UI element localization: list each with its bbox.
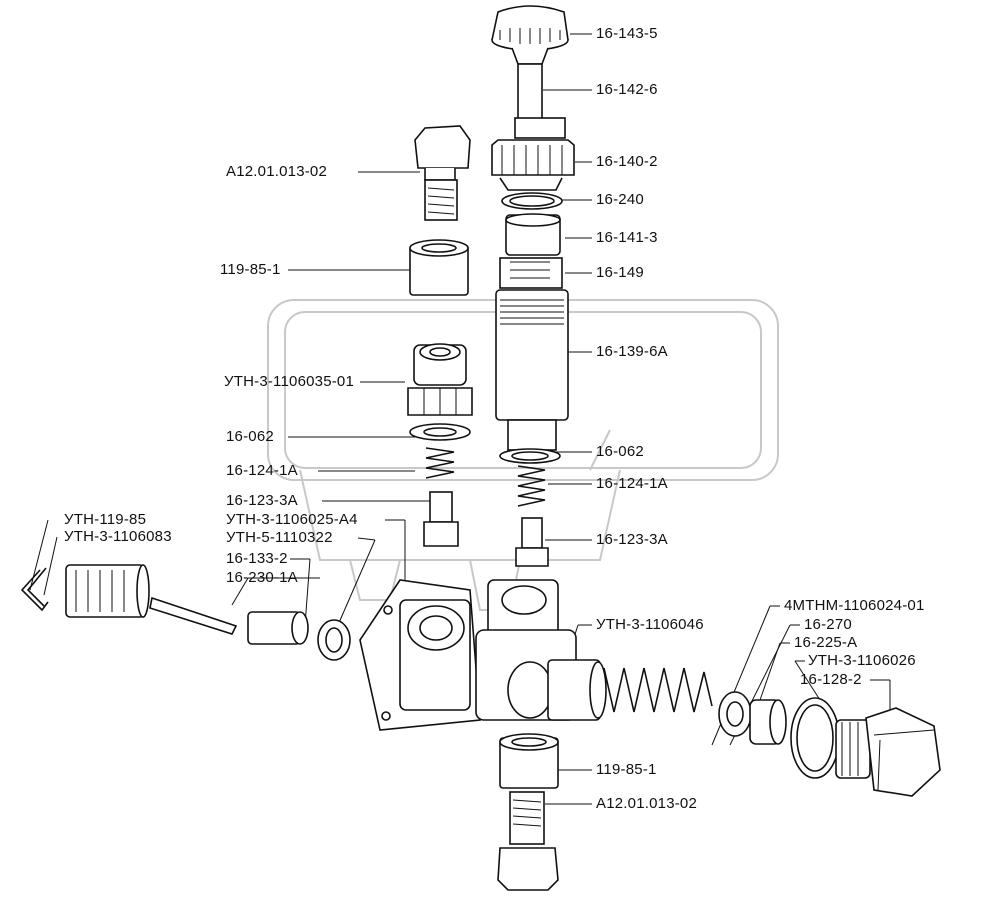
label-4mtnm-1106024-01: 4МТНМ-1106024-01 [784,597,925,614]
label-16-141-3: 16-141-3 [596,229,658,246]
washer-16-062-left [409,423,471,441]
label-119-85-1-top: 119-85-1 [220,261,281,278]
label-utn-5-1110322: УТН-5-1110322 [226,529,333,546]
watermark-gear-outline [299,469,621,561]
label-16-124-1a-left: 16-124-1А [226,462,298,479]
ring-utn-3-1106026 [790,697,840,779]
bolt-a12-top [414,125,471,221]
label-16-225-a: 16-225-А [794,634,858,651]
label-utn-3-1106046: УТН-3-1106046 [596,616,704,633]
label-a12-top: А12.01.013-02 [226,163,328,180]
label-16-124-1a-right: 16-124-1А [596,475,668,492]
label-16-128-2: 16-128-2 [800,671,862,688]
nut-16-140-2 [491,117,575,191]
key-utn-119-85 [20,567,49,612]
fitting-utn-3-1106035-01 [407,343,473,416]
washer-16-062-right [499,448,561,464]
label-utn-3-1106083: УТН-3-1106083 [64,528,172,545]
label-utn-3-1106035-01: УТН-3-1106035-01 [224,373,355,390]
cap-16-225-a [749,699,787,745]
cup-utn-3-1106046 [547,659,607,721]
bolt-a12-bottom [497,791,559,891]
label-16-062-right: 16-062 [596,443,644,460]
housing-utn-3-1106025-a4 [359,579,577,731]
label-utn-119-85: УТН-119-85 [64,511,147,528]
washer-utn-5-1110322 [317,619,351,661]
ring-16-240 [501,192,563,210]
label-119-85-1-bottom: 119-85-1 [596,761,657,778]
label-16-270: 16-270 [804,616,852,633]
knob-16-143-5 [491,5,569,65]
body-16-139-6a [495,289,569,451]
sleeve-utn-3-1106083 [65,564,150,618]
leader-lines [29,33,891,805]
spring-16-124-1a-right [517,465,546,507]
label-a12-bottom: А12.01.013-02 [596,795,698,812]
pin-16-230-1a [149,596,238,635]
label-16-139-6a: 16-139-6А [596,343,668,360]
label-16-142-6: 16-142-6 [596,81,658,98]
parts [20,5,941,891]
label-16-240: 16-240 [596,191,644,208]
label-16-140-2: 16-140-2 [596,153,658,170]
label-utn-3-1106025-a4: УТН-3-1106025-А4 [226,511,358,528]
valve-16-123-3a-left [423,491,459,547]
spring-4mtnm-1106024-01 [603,667,713,713]
plunger-16-133-2 [247,611,309,645]
label-utn-3-1106026: УТН-3-1106026 [808,652,916,669]
sleeve-119-85-1-top [409,239,469,296]
plug-16-128-2 [835,707,941,797]
label-16-062-left: 16-062 [226,428,274,445]
washer-16-270 [718,691,752,737]
label-16-143-5: 16-143-5 [596,25,658,42]
spacer-16-149 [499,257,563,289]
spring-16-124-1a-left [425,447,455,479]
label-16-123-3a-left: 16-123-3А [226,492,298,509]
label-16-133-2: 16-133-2 [226,550,288,567]
sleeve-119-85-1-bottom [499,733,559,789]
label-16-230-1a: 16-230-1А [226,569,298,586]
bushing-16-141-3 [505,213,561,256]
label-16-123-3a-right: 16-123-3А [596,531,668,548]
valve-16-123-3a-right [515,517,549,567]
label-16-149: 16-149 [596,264,644,281]
